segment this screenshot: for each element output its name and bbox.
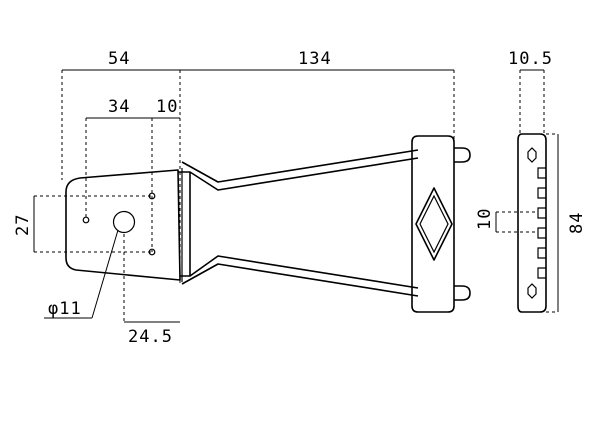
string-notches <box>537 167 546 279</box>
hole-center-dimension-group: 24.5 <box>123 234 180 347</box>
end-cap-top <box>454 147 471 163</box>
tailpiece-side-view: 10.5 10 84 <box>475 49 587 313</box>
dim-10-top-label: 10 <box>156 97 178 117</box>
hex-nut-bottom <box>527 283 537 299</box>
hinge-block <box>178 171 191 277</box>
end-cap-bottom <box>454 285 471 301</box>
frame-upper-inner <box>189 157 419 191</box>
dim-84-label: 84 <box>567 212 587 234</box>
tailpiece-front-view <box>65 135 471 313</box>
dim-34-label: 34 <box>108 97 130 117</box>
dim-24-5-label: 24.5 <box>128 327 173 347</box>
dim-27-label: 27 <box>13 214 33 236</box>
dim-10-5-label: 10.5 <box>508 49 553 69</box>
hole-diameter-callout: φ11 <box>44 229 119 319</box>
screw-hole-top <box>148 192 156 200</box>
dim-54-label: 54 <box>108 49 130 69</box>
dim-134-label: 134 <box>298 49 332 69</box>
frame-lower-outer <box>181 263 419 297</box>
top-dimension-group: 54 134 <box>61 49 455 285</box>
screw-hole-left <box>82 216 90 224</box>
dim-10-side-label: 10 <box>475 208 495 230</box>
side-body <box>517 133 547 313</box>
plate-height-dimension-group: 27 <box>13 195 152 253</box>
hex-nut-top <box>527 147 537 163</box>
screw-hole-bottom <box>148 248 156 256</box>
frame-upper-outer <box>181 149 419 183</box>
base-plate <box>65 169 181 281</box>
dim-phi11-label: φ11 <box>48 299 82 319</box>
diamond-inlay <box>415 187 453 261</box>
hole-spacing-dimension-group: 34 10 <box>85 97 180 252</box>
frame-lower-inner <box>189 255 419 289</box>
tail-bar <box>411 135 455 313</box>
large-hole <box>112 210 136 234</box>
